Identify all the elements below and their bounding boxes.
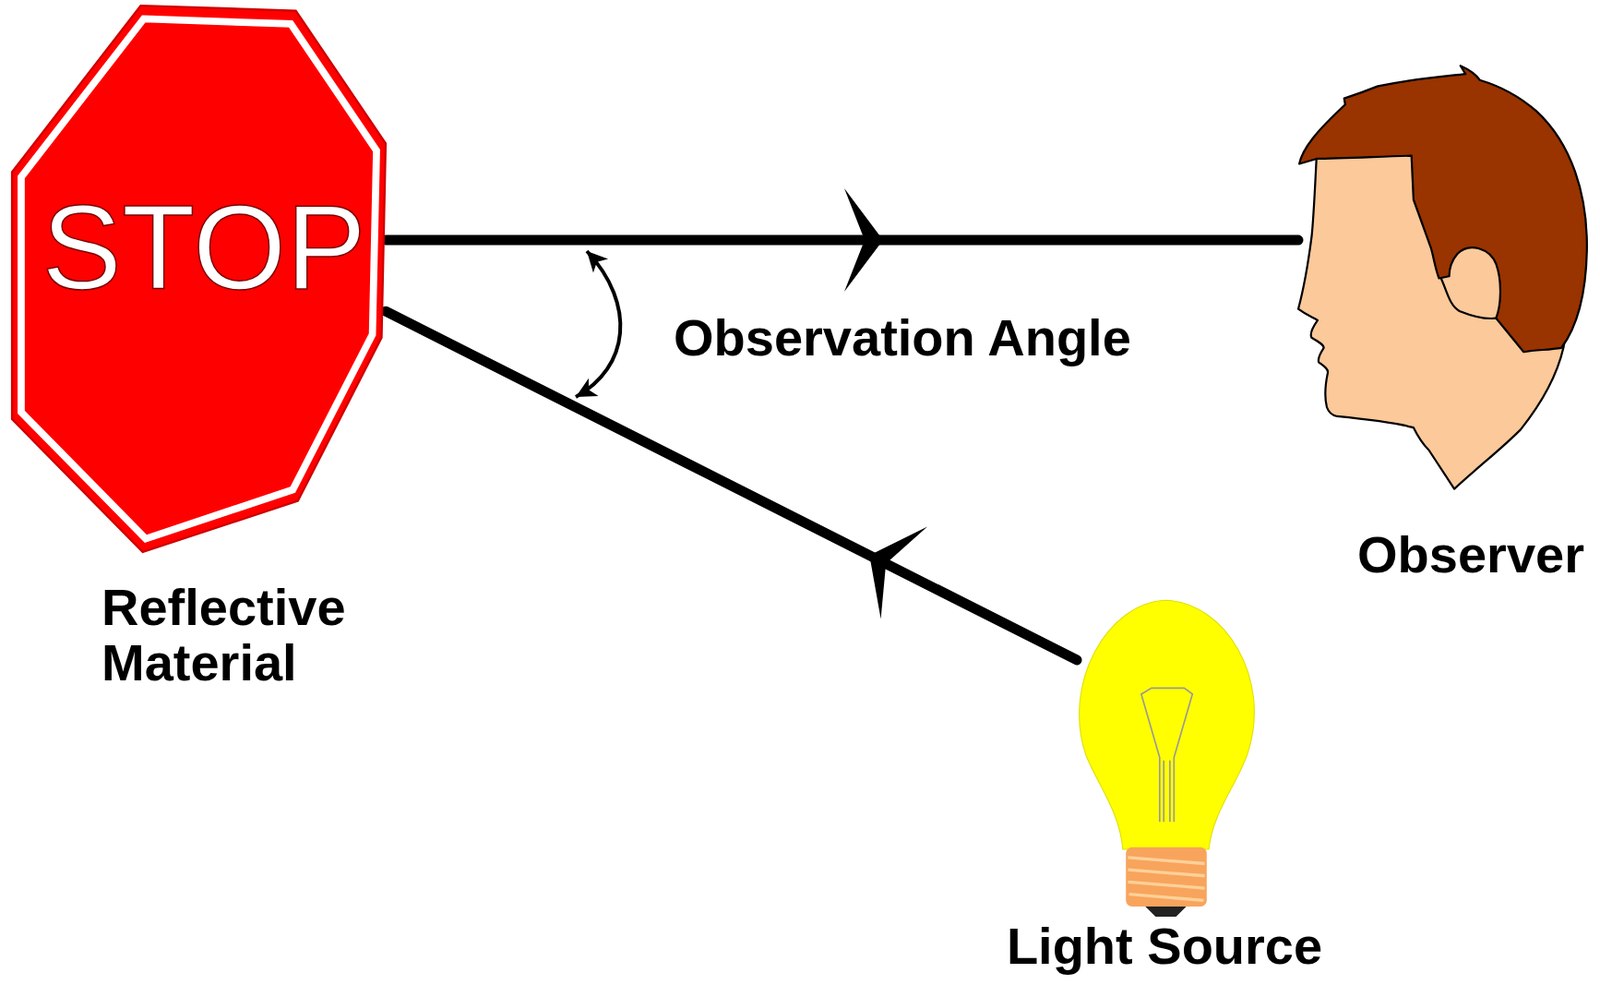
filament-wires — [1163, 760, 1171, 822]
observer-label: Observer — [1357, 526, 1585, 583]
ear-outline — [1441, 278, 1497, 319]
light-source-label: Light Source — [1006, 918, 1323, 974]
octagon-border — [21, 18, 377, 538]
edge-group — [385, 239, 1299, 660]
sign-word: STOP — [41, 187, 367, 308]
bulb-glass — [1079, 599, 1255, 849]
octagon — [11, 5, 386, 552]
angle-arc — [575, 250, 621, 397]
stop-sign: STOPReflective Material — [11, 5, 386, 552]
material-label: Reflective Material — [101, 579, 379, 692]
hair — [1299, 65, 1588, 352]
angle-label: Observation Angle — [673, 310, 1132, 366]
light-bulb — [1076, 597, 1256, 917]
observer-figure: Observer — [1298, 63, 1589, 493]
light-source-figure: Light Source — [1076, 597, 1256, 917]
bulb-base — [1125, 847, 1207, 907]
bulb-tip — [1145, 906, 1186, 917]
base-thread — [1127, 857, 1205, 900]
observer-head — [1298, 63, 1589, 493]
ray-connector — [385, 234, 1299, 245]
filament — [1141, 687, 1193, 822]
